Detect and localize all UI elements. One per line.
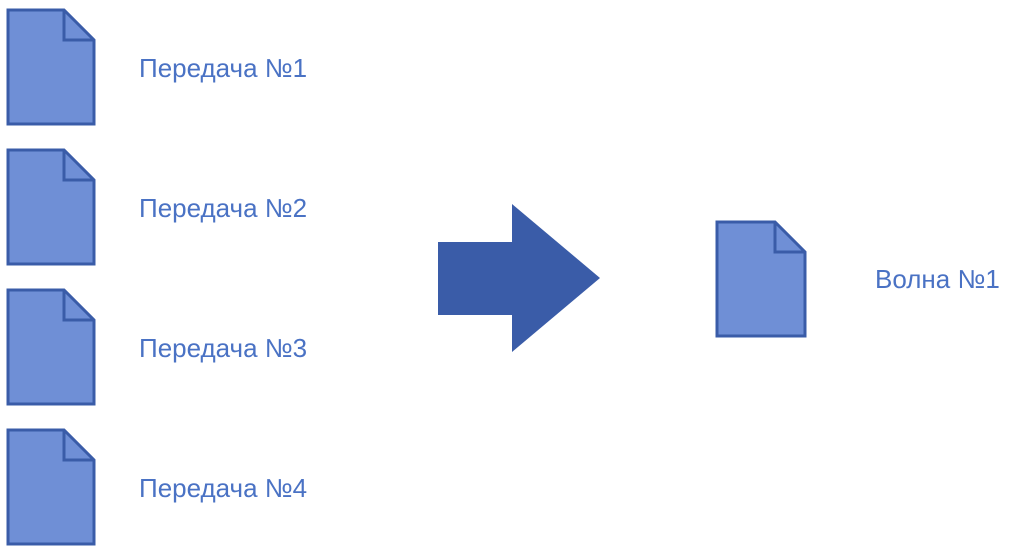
- target-label: Волна №1: [875, 264, 1000, 294]
- source-label-1: Передача №1: [139, 53, 308, 83]
- document-icon: [715, 220, 807, 338]
- source-label-3: Передача №3: [139, 333, 308, 363]
- document-icon: [6, 148, 96, 266]
- document-icon: [6, 288, 96, 406]
- source-label-2: Передача №2: [139, 193, 308, 223]
- source-label-4: Передача №4: [139, 473, 308, 503]
- document-icon: [6, 428, 96, 546]
- document-icon: [6, 8, 96, 126]
- right-arrow-icon: [438, 204, 602, 359]
